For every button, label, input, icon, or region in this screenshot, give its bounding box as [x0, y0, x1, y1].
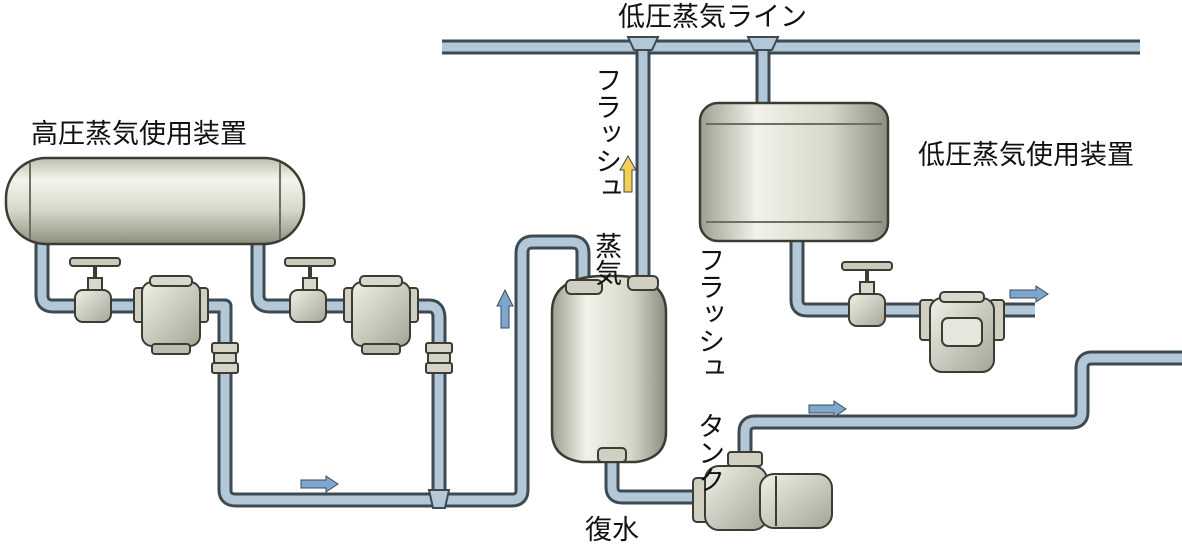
flow-arrow-right-icon — [300, 475, 339, 493]
pipe-union-2 — [425, 342, 453, 374]
steam-trap-1 — [133, 275, 209, 355]
valve-2 — [284, 257, 336, 323]
flash-tank-label: フラッシュ タンク — [693, 246, 725, 493]
flow-arrow-right-icon — [808, 400, 847, 418]
valve-3 — [841, 261, 893, 327]
tee-fittings — [427, 36, 780, 509]
flow-arrow-up-icon — [496, 288, 514, 329]
low-pressure-vessel — [698, 101, 890, 243]
high-pressure-equipment-label: 高圧蒸気使用装置 — [31, 119, 247, 150]
flash-tank — [550, 274, 668, 464]
hp-drain-pipe-2 — [250, 240, 447, 500]
condensate-outlet-pipe — [604, 458, 700, 505]
high-pressure-vessel — [4, 156, 306, 246]
lp-drain-pipe — [789, 238, 1035, 318]
low-pressure-steam-line-label: 低圧蒸気ライン — [618, 2, 807, 33]
condensate-label: 復水 — [585, 515, 639, 546]
steam-arrow-up-icon — [619, 154, 637, 193]
flow-arrow-right-icon — [1009, 285, 1049, 303]
pump-discharge-pipe — [737, 350, 1182, 455]
flow-arrows — [300, 154, 1049, 493]
steam-trap-2 — [343, 275, 419, 355]
flash-steam-label: フラッシュ 蒸気 — [590, 66, 622, 286]
steam-trap-3 — [919, 291, 1005, 373]
valve-1 — [69, 257, 121, 323]
pipe-union-1 — [211, 342, 239, 374]
low-pressure-equipment-label: 低圧蒸気使用装置 — [918, 140, 1134, 171]
condensate-pump — [692, 451, 833, 531]
